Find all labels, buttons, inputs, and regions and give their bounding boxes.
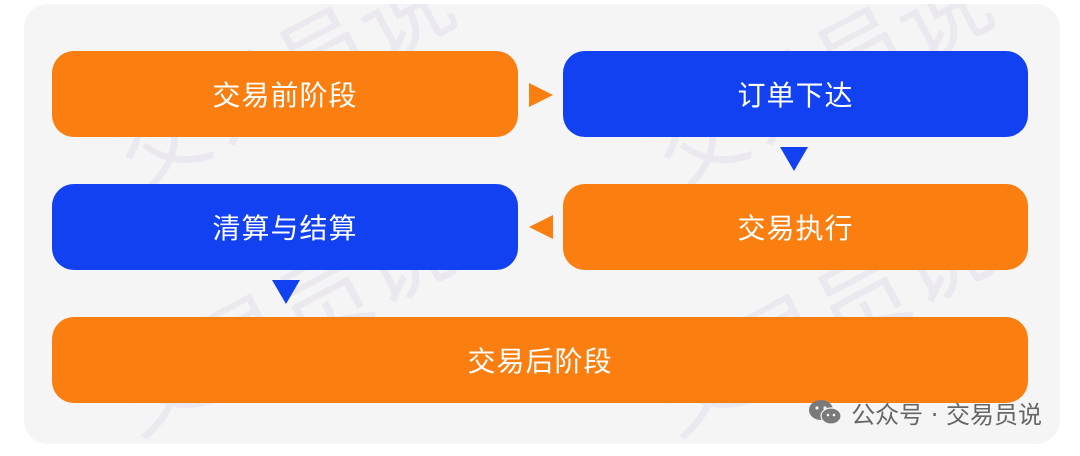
footer-attribution: 公众号 · 交易员说 bbox=[807, 392, 1042, 432]
arrow-left-icon bbox=[529, 215, 553, 239]
stage-post-trade: 交易后阶段 bbox=[52, 317, 1028, 403]
stage-order-placement: 订单下达 bbox=[563, 51, 1028, 137]
arrow-down-icon-1 bbox=[780, 147, 808, 171]
stage-clearing-settlement: 清算与结算 bbox=[52, 184, 518, 270]
wechat-icon bbox=[809, 400, 842, 425]
arrow-right-icon bbox=[529, 83, 553, 107]
arrow-down-icon-2 bbox=[272, 280, 300, 304]
diagram-card: 交易员说 交易员说 交易员说 交易员说 交易前阶段 订单下达 清算与结算 交易执… bbox=[24, 4, 1060, 444]
stage-trade-execution: 交易执行 bbox=[563, 184, 1028, 270]
stage-pre-trade: 交易前阶段 bbox=[52, 51, 518, 137]
footer-account-text: 公众号 · 交易员说 bbox=[851, 400, 1042, 429]
